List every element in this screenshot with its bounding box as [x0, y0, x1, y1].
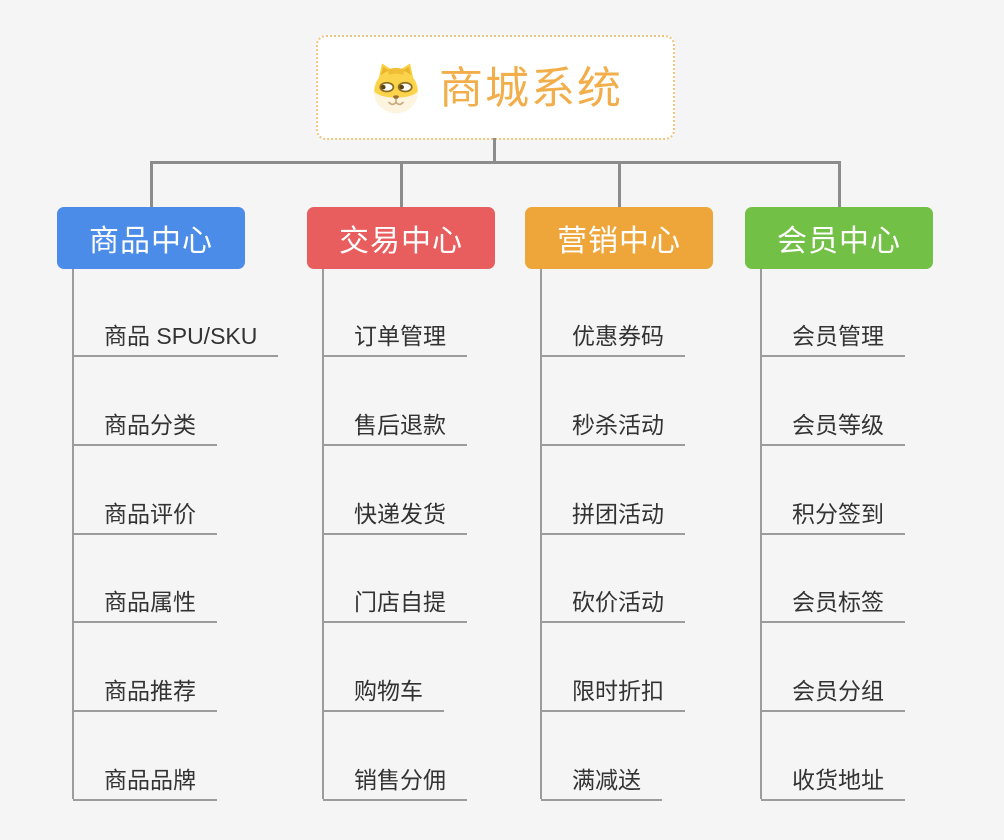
branch-box-4[interactable]: 会员中心 — [745, 207, 933, 269]
child-node[interactable]: 订单管理 — [323, 315, 467, 357]
child-node-label: 拼团活动 — [572, 500, 664, 527]
branch-box-1[interactable]: 商品中心 — [57, 207, 245, 269]
child-node[interactable]: 收货地址 — [761, 759, 905, 801]
child-node-label: 商品评价 — [104, 500, 196, 527]
root-title: 商城系统 — [439, 63, 623, 113]
root-node[interactable]: 商城系统 — [316, 35, 675, 140]
child-node[interactable]: 商品推荐 — [73, 670, 217, 713]
child-node-label: 秒杀活动 — [572, 411, 664, 438]
child-node-label: 订单管理 — [354, 323, 446, 349]
child-node-label: 限时折扣 — [572, 678, 664, 705]
child-node[interactable]: 会员标签 — [761, 581, 905, 624]
child-node-label: 收货地址 — [792, 767, 884, 793]
child-node[interactable]: 商品 SPU/SKU — [73, 315, 279, 357]
child-node-label: 商品属性 — [104, 589, 196, 616]
child-node-label: 售后退款 — [354, 411, 446, 438]
child-node-label: 门店自提 — [354, 589, 446, 616]
child-node[interactable]: 积分签到 — [761, 493, 905, 535]
child-node[interactable]: 秒杀活动 — [541, 404, 685, 446]
child-node[interactable]: 拼团活动 — [541, 493, 685, 535]
child-node-label: 商品分类 — [104, 411, 196, 438]
child-node[interactable]: 会员分组 — [761, 670, 905, 713]
connector-line — [493, 138, 496, 163]
branch-box-3[interactable]: 营销中心 — [525, 207, 713, 269]
connector-line — [399, 161, 403, 209]
child-node[interactable]: 优惠券码 — [541, 315, 685, 357]
child-node-label: 销售分佣 — [354, 767, 446, 793]
branch-label: 商品中心 — [89, 225, 213, 258]
child-node-label: 优惠券码 — [572, 323, 664, 349]
child-node[interactable]: 商品属性 — [73, 581, 217, 624]
child-node-label: 商品 SPU/SKU — [104, 323, 258, 349]
child-node-label: 商品推荐 — [104, 678, 196, 705]
connector-line — [617, 161, 621, 209]
child-node[interactable]: 快递发货 — [323, 493, 467, 535]
connector-line — [149, 161, 153, 209]
child-node-label: 会员标签 — [792, 589, 884, 616]
child-node[interactable]: 销售分佣 — [323, 759, 467, 801]
connector-line — [837, 161, 841, 209]
connector-line — [149, 161, 841, 164]
child-node-label: 会员管理 — [792, 323, 884, 349]
branch-label: 交易中心 — [339, 225, 463, 258]
child-node[interactable]: 门店自提 — [323, 581, 467, 624]
child-node[interactable]: 商品评价 — [73, 493, 217, 535]
child-node-label: 砍价活动 — [572, 589, 664, 616]
child-node[interactable]: 会员管理 — [761, 315, 905, 357]
child-node[interactable]: 购物车 — [323, 670, 444, 713]
child-node-label: 会员等级 — [792, 411, 884, 438]
child-node-label: 满减送 — [572, 767, 641, 793]
child-node[interactable]: 售后退款 — [323, 404, 467, 446]
child-node[interactable]: 限时折扣 — [541, 670, 685, 713]
child-node[interactable]: 会员等级 — [761, 404, 905, 446]
child-node[interactable]: 商品品牌 — [73, 759, 217, 801]
child-node[interactable]: 商品分类 — [73, 404, 217, 446]
child-node-label: 积分签到 — [792, 500, 884, 527]
child-node-label: 会员分组 — [792, 678, 884, 705]
child-node-label: 快递发货 — [354, 500, 446, 527]
branch-box-2[interactable]: 交易中心 — [307, 207, 495, 269]
child-node-label: 商品品牌 — [104, 767, 196, 793]
branch-label: 会员中心 — [777, 225, 901, 258]
child-node[interactable]: 满减送 — [541, 759, 662, 801]
child-node-label: 购物车 — [354, 678, 423, 705]
dog-face-icon — [368, 60, 424, 116]
branch-label: 营销中心 — [557, 225, 681, 258]
child-node[interactable]: 砍价活动 — [541, 581, 685, 624]
